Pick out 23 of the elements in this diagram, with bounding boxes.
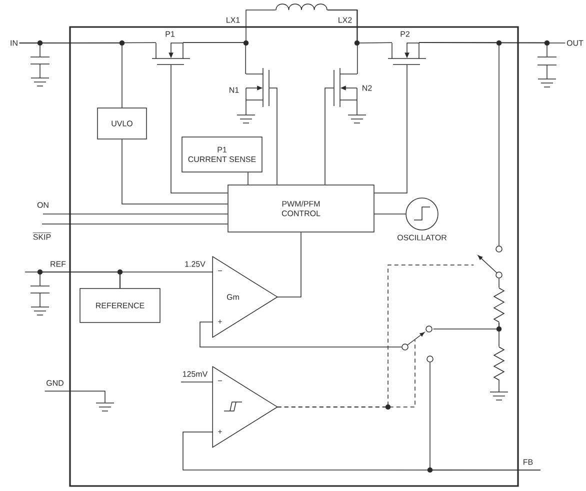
wire [418, 42, 500, 246]
wire [327, 10, 358, 74]
wire [170, 64, 228, 194]
resistor-symbol [493, 288, 505, 322]
wire [19, 42, 156, 44]
wire [122, 139, 228, 204]
wire [182, 42, 246, 74]
wire [200, 322, 402, 348]
wire [44, 390, 106, 403]
switch-symbol [402, 326, 434, 362]
wire [269, 88, 278, 185]
wire [498, 278, 500, 288]
dashed-line [277, 340, 416, 408]
wire [430, 362, 541, 470]
wire [498, 322, 500, 347]
inductor-symbol [276, 4, 328, 10]
wire [120, 272, 213, 288]
wire [40, 272, 120, 288]
wire [374, 64, 408, 194]
ground-symbol [96, 402, 114, 412]
wire [324, 88, 334, 185]
wire [277, 232, 302, 298]
switch-symbol [478, 246, 502, 278]
